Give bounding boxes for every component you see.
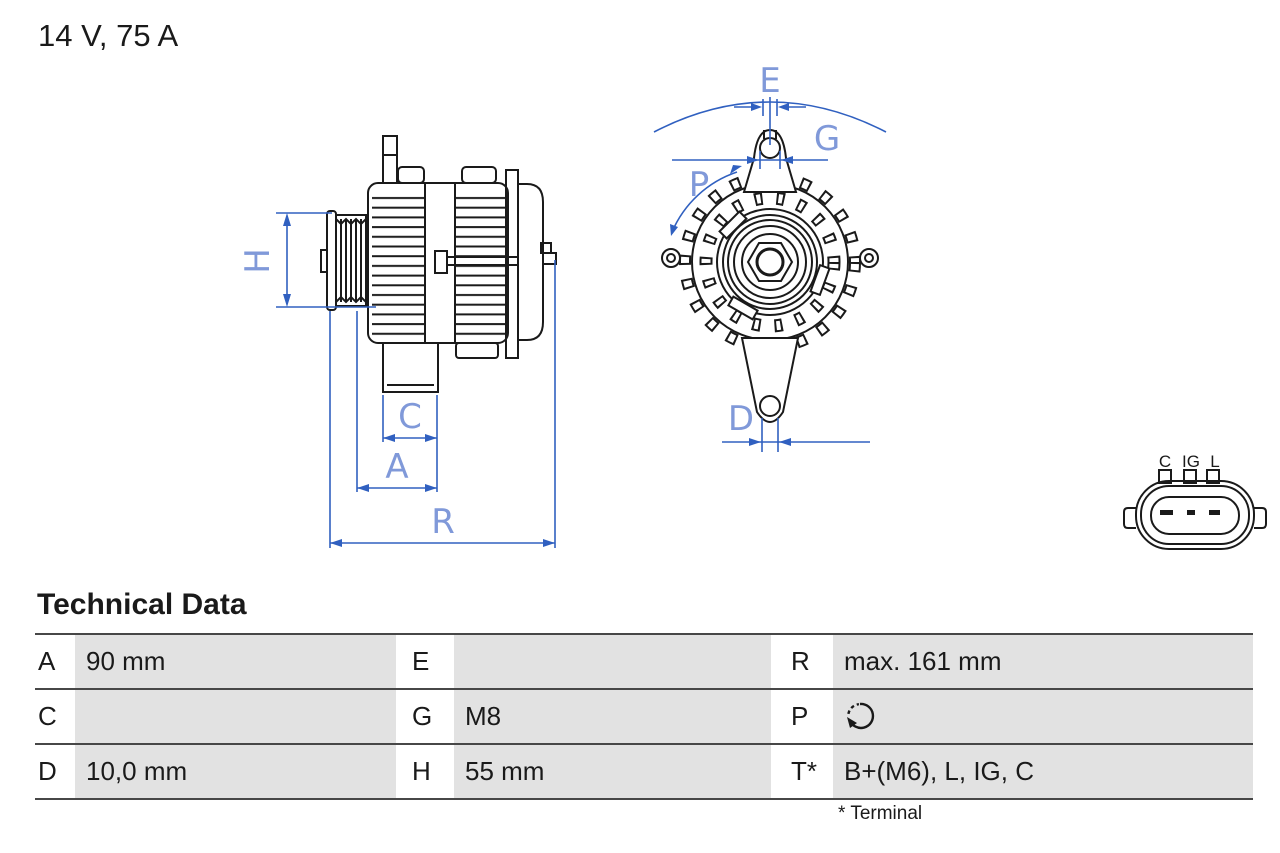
shaft-nut — [746, 242, 794, 282]
technical-drawing: H C A R — [238, 61, 1267, 550]
dim-key: H — [396, 745, 454, 798]
terminal-footnote: * Terminal — [838, 803, 923, 824]
table-row: D 10,0 mm H 55 mm T* B+(M6), L, IG, C — [35, 743, 1253, 798]
dim-label-e: E — [759, 61, 780, 101]
connector-left-ear — [1123, 507, 1136, 529]
dim-label-d: D — [728, 399, 754, 439]
bottom-mounting-ear — [740, 337, 800, 423]
rotation-direction-cell — [833, 690, 1253, 743]
dim-value: 55 mm — [454, 745, 771, 798]
dim-value: B+(M6), L, IG, C — [833, 745, 1253, 798]
front-view-drawing — [661, 128, 879, 423]
dim-label-p: P — [689, 165, 710, 205]
dim-key: P — [771, 690, 833, 743]
alternator-housing — [367, 135, 557, 393]
table-heading: Technical Data — [37, 588, 247, 621]
side-tabs — [661, 248, 879, 268]
side-view-drawing — [320, 135, 557, 393]
front-view-dimensions: E G P D — [653, 61, 887, 452]
connector-outer-shell — [1135, 480, 1255, 550]
dim-key: G — [396, 690, 454, 743]
connector-right-ear — [1254, 507, 1267, 529]
dim-label-g: G — [814, 119, 840, 159]
dim-key: C — [35, 690, 75, 743]
connector-pin-label-l: L — [1210, 452, 1219, 471]
connector-pin-label-c: C — [1159, 452, 1171, 471]
dim-key: D — [35, 745, 75, 798]
dim-label-r: R — [431, 502, 455, 542]
dim-value — [454, 635, 771, 688]
table-row: C G M8 P — [35, 688, 1253, 743]
dim-value: 90 mm — [75, 635, 396, 688]
dim-key: E — [396, 635, 454, 688]
stator-bars — [718, 210, 831, 321]
dim-key: A — [35, 635, 75, 688]
side-view-dimensions: H C A R — [238, 212, 556, 548]
dim-value — [75, 690, 396, 743]
connector-pin-label-ig: IG — [1182, 452, 1200, 471]
pulley — [320, 210, 367, 311]
dim-value: max. 161 mm — [833, 635, 1253, 688]
connector-diagram: C IG L — [1123, 452, 1267, 550]
dim-label-c: C — [398, 397, 422, 437]
bottom-ear-hole — [759, 395, 781, 417]
dim-label-h: H — [238, 248, 278, 274]
technical-data-table: A 90 mm E R max. 161 mm C G M8 P D 10,0 … — [35, 633, 1253, 800]
connector-pins — [1160, 510, 1220, 515]
dim-value: 10,0 mm — [75, 745, 396, 798]
dim-key: R — [771, 635, 833, 688]
product-title: 14 V, 75 A — [38, 18, 179, 53]
dim-key: T* — [771, 745, 833, 798]
mounting-lug — [382, 342, 439, 393]
table-row: A 90 mm E R max. 161 mm — [35, 633, 1253, 688]
dim-label-a: A — [385, 447, 408, 487]
top-mounting-ear — [742, 128, 798, 193]
dim-value: M8 — [454, 690, 771, 743]
rotation-ccw-icon — [847, 702, 875, 729]
